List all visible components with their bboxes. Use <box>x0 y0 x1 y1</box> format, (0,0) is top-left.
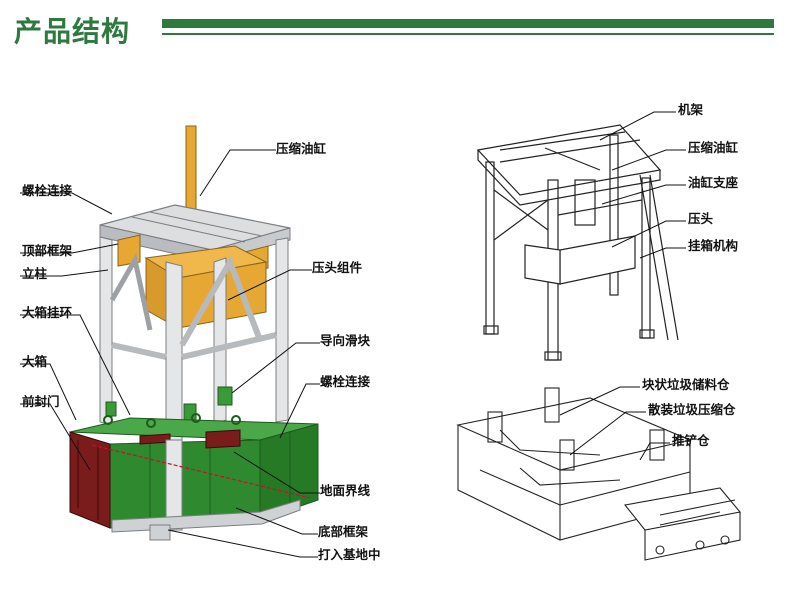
page-header: 产品结构 <box>0 0 800 60</box>
label-loose-waste-compression-bin: 散装垃圾压缩仓 <box>648 402 736 417</box>
ground-line <box>91 444 311 499</box>
label-top-frame: 顶部框架 <box>22 243 73 258</box>
front-door <box>69 431 111 529</box>
label-bulk-storage-bin: 块状垃圾储料仓 <box>642 377 730 392</box>
label-box-hook-mechanism: 挂箱机构 <box>688 238 739 253</box>
label-front-door: 前封门 <box>22 394 60 409</box>
column-back-right <box>275 237 289 423</box>
label-push-shovel-bin: 推铲仓 <box>672 433 710 448</box>
page-title: 产品结构 <box>14 15 131 48</box>
right-bottom-leader-lines <box>559 386 670 461</box>
label-bottom-frame: 底部框架 <box>318 524 369 539</box>
column-back-mid <box>213 257 227 425</box>
label-big-box: 大箱 <box>22 354 48 369</box>
left-leader-lines <box>20 149 320 558</box>
label-bolt-connection-top: 螺栓连接 <box>22 183 73 198</box>
label-ground-line: 地面界线 <box>320 483 371 498</box>
label-guide-slider: 导向滑块 <box>320 333 371 348</box>
right-bottom-compactor-illustration <box>456 387 742 561</box>
label-rt-compression-cylinder: 压缩油缸 <box>688 140 739 155</box>
label-machine-frame: 机架 <box>678 102 704 117</box>
label-compression-cylinder: 压缩油缸 <box>276 141 327 156</box>
label-cylinder-support: 油缸支座 <box>688 175 739 190</box>
right-top-leader-lines <box>599 111 686 259</box>
column-front-left <box>99 236 113 426</box>
label-big-box-ring: 大箱挂环 <box>22 305 73 320</box>
label-column: 立柱 <box>22 266 48 281</box>
left-compactor-illustration <box>69 125 319 541</box>
right-top-frame-illustration <box>476 124 679 361</box>
label-press-head-assembly: 压头组件 <box>312 260 363 275</box>
bottom-frame <box>111 499 301 533</box>
label-into-foundation: 打入基地中 <box>318 547 381 562</box>
label-rt-press-head: 压头 <box>688 211 714 226</box>
header-rule-thick <box>162 19 774 28</box>
label-bolt-connection-mid: 螺栓连接 <box>320 374 371 389</box>
header-rule-thin <box>162 33 774 35</box>
